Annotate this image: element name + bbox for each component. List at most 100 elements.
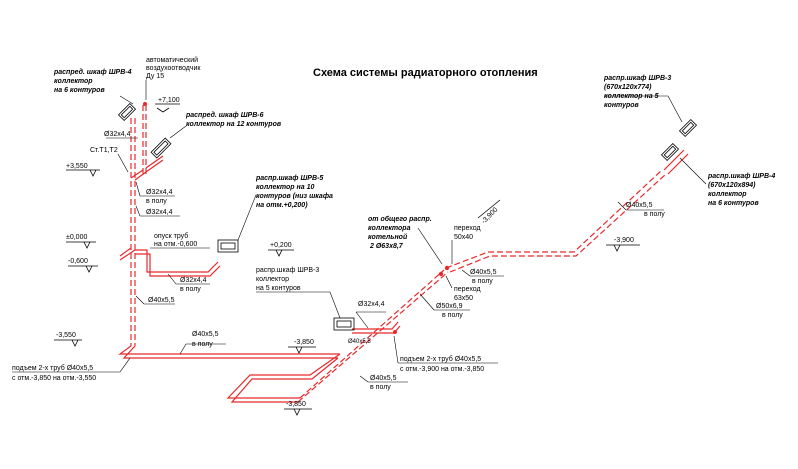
label-d32-mid: Ø32х4,4 xyxy=(358,301,385,308)
label-d50-floor-1: Ø50х6,9 xyxy=(436,303,463,310)
link-shrv-right xyxy=(663,149,689,175)
label-d40-floor-mid-2: в полу xyxy=(472,278,493,285)
label-d32-top: Ø32х4,4 xyxy=(104,131,131,138)
label-shrv4-right-2: (670х120х894) xyxy=(708,182,756,189)
lead-transb xyxy=(445,275,453,289)
cabinet-shrv5 xyxy=(217,239,239,253)
label-d40-left: Ø40х5,5 xyxy=(148,297,175,304)
lead-shrv5 xyxy=(237,194,257,241)
lead-d32mid xyxy=(355,311,386,329)
lead-shrv6 xyxy=(169,125,187,139)
cabinet-shrv4-right xyxy=(660,142,680,162)
lead-d32floor xyxy=(167,273,210,285)
branch-shrv5 xyxy=(135,249,221,277)
label-d32-floor-b-2: в полу xyxy=(180,286,201,293)
label-d40-floor-bottom-2: в полу xyxy=(370,384,391,391)
label-shrv3-mid-2: коллектор xyxy=(256,276,289,283)
cabinets xyxy=(117,102,698,331)
elev-m3850a-mark xyxy=(288,346,316,354)
lead-shrv4right xyxy=(679,157,707,185)
label-trans-b-1: переход xyxy=(454,286,481,293)
diagram-title: Схема системы радиаторного отопления xyxy=(313,67,538,79)
label-el-m3900-b: -3,900 xyxy=(614,237,634,244)
label-el-0200: +0,200 xyxy=(270,242,292,249)
label-el-m3550: -3,550 xyxy=(56,332,76,339)
label-el-3550: +3,550 xyxy=(66,163,88,170)
label-el-7100: +7,100 xyxy=(158,97,180,104)
label-boiler-1: от общего распр. xyxy=(368,215,432,223)
cabinet-shrv3-mid xyxy=(333,317,355,331)
label-d50-floor-2: в полу xyxy=(442,312,463,319)
label-shrv5-1: распр.шкаф ШРВ-5 xyxy=(255,175,323,182)
lead-st xyxy=(117,153,129,173)
lead-d32a xyxy=(135,181,175,197)
riser-valve-mid xyxy=(393,330,397,334)
lead-d40floorbottom xyxy=(359,375,408,383)
lead-d40floorright xyxy=(617,201,664,211)
elev-m3900a-mark xyxy=(477,199,501,219)
elevation-marks xyxy=(54,103,640,416)
label-rise-left-1: подъем 2-х труб Ø40х5,5 xyxy=(12,364,93,372)
label-el-m3850-a: -3,850 xyxy=(294,339,314,346)
lead-riseleft xyxy=(12,357,131,373)
label-d40-small: Ø40х5,5 xyxy=(348,339,371,345)
label-shrv4-right-1: распр.шкаф ШРВ-4 xyxy=(707,173,775,180)
label-drop-1: опуск труб xyxy=(154,232,188,240)
valves xyxy=(143,102,450,334)
run-bottom-center xyxy=(226,353,341,403)
label-d40-floor-right-1: Ø40х5,5 xyxy=(626,202,653,209)
label-shrv3-right-2: (670х120х774) xyxy=(604,84,652,91)
label-st-t1t2: Ст.Т1,Т2 xyxy=(90,147,118,154)
label-shrv4-left-2: коллектор xyxy=(54,78,93,85)
lead-d32b xyxy=(135,205,180,217)
lead-d40left xyxy=(135,295,175,305)
label-d40-floor-left-2: в полу xyxy=(192,341,213,348)
label-el-m0600: -0,600 xyxy=(68,258,88,265)
label-trans-a-1: переход xyxy=(454,225,481,232)
label-d40-floor-left-1: Ø40х5,5 xyxy=(192,331,219,338)
lead-risemid xyxy=(393,335,498,364)
lead-shrv3mid xyxy=(256,291,341,319)
label-shrv5-4: на отм.+0,200) xyxy=(256,202,308,209)
cabinet-shrv6 xyxy=(150,137,172,159)
riser-join xyxy=(130,169,147,181)
lead-boiler xyxy=(417,227,443,265)
lead-shrv3right xyxy=(604,95,683,123)
elev-m3850b-mark xyxy=(284,408,312,416)
boiler-valve-b xyxy=(438,271,444,277)
label-el-m3850-b: -3,850 xyxy=(286,401,306,408)
text-labels: распред. шкаф ШРВ-4 коллектор на 6 конту… xyxy=(12,56,775,408)
label-d40-floor-right-2: в полу xyxy=(644,211,665,218)
label-shrv4-left-1: распред. шкаф ШРВ-4 xyxy=(53,68,132,76)
label-drop-2: на отм.-0,600 xyxy=(154,241,197,248)
diag-main xyxy=(297,269,449,403)
elev-0200-mark xyxy=(268,249,294,257)
boiler-valve-a xyxy=(444,265,450,271)
label-el-0000: ±0,000 xyxy=(66,234,87,241)
label-shrv6-2: коллектор на 12 контуров xyxy=(186,121,282,128)
elev-m3550-mark xyxy=(54,339,82,347)
run-bottom-left xyxy=(118,345,340,359)
run-right xyxy=(445,169,667,273)
label-airvent-1: автоматический xyxy=(146,56,198,64)
label-shrv5-3: контуров (низ шкафа xyxy=(256,193,333,200)
lead-shrv4 xyxy=(119,95,134,105)
air-vent-valve xyxy=(143,102,147,106)
elev-m3900b-mark xyxy=(606,244,640,252)
label-shrv3-right-1: распр.шкаф ШРВ-3 xyxy=(603,75,671,82)
label-d40-floor-mid-1: Ø40х5,5 xyxy=(470,269,497,276)
label-d40-floor-bottom-1: Ø40х5,5 xyxy=(370,375,397,382)
link-shrv3-mid xyxy=(352,321,401,334)
label-shrv6-1: распред. шкаф ШРВ-6 xyxy=(185,111,264,119)
label-d32-floor-b-1: Ø32х4,4 xyxy=(180,277,207,284)
lead-d40floorleft xyxy=(179,343,226,355)
pipe-network xyxy=(118,105,689,403)
lead-d50 xyxy=(419,293,470,311)
label-rise-mid-1: подъем 2-х труб Ø40х5,5 xyxy=(400,355,481,363)
label-rise-left-2: с отм.-3,850 на отм.-3,550 xyxy=(12,375,96,382)
cabinet-shrv4-left xyxy=(117,102,137,122)
label-boiler-4: 2 Ø63х8,7 xyxy=(369,243,404,250)
leaders xyxy=(12,80,707,383)
